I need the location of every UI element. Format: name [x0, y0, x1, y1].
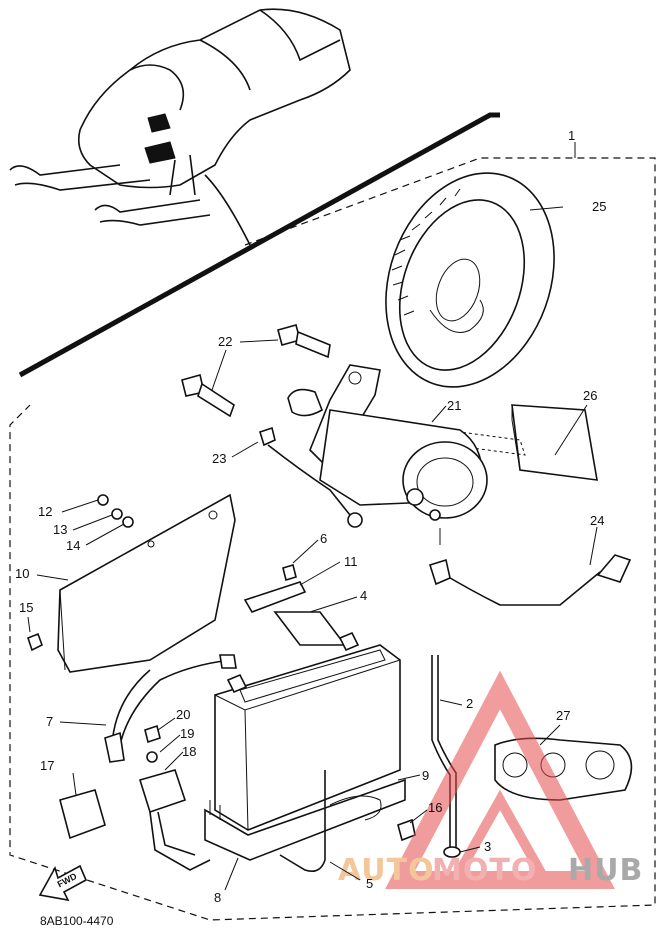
collar: [146, 751, 158, 763]
callout-4: 4: [360, 588, 367, 603]
callout-21: 21: [447, 398, 461, 413]
callout-1: 1: [568, 128, 575, 143]
section-divider-line: [18, 112, 500, 378]
callout-11: 11: [344, 554, 358, 569]
watermark-text: AUTO MOTO HUB: [338, 853, 643, 888]
nut: [27, 632, 43, 652]
battery-cable: [428, 554, 632, 606]
callout-labels: 1 2 3 4 5 6 7 8 9 10 11 12 13 14 15 16 1…: [15, 128, 606, 905]
battery: [214, 631, 401, 831]
cover-plate: [444, 404, 598, 481]
bolt: [397, 818, 416, 842]
flywheel-ring-gear: [385, 172, 555, 388]
snowmobile-illustration: [9, 8, 351, 246]
callout-25: 25: [592, 199, 606, 214]
callout-15: 15: [19, 600, 33, 615]
callout-5: 5: [366, 876, 373, 891]
drawing-code: 8AB100-4470: [40, 914, 114, 928]
callout-6: 6: [320, 531, 327, 546]
ground-cable: [104, 654, 237, 763]
battery-strap: [273, 611, 347, 646]
callout-3: 3: [484, 839, 491, 854]
forward-arrow: FWD: [38, 864, 88, 902]
callout-24: 24: [590, 513, 604, 528]
starter-lead-cable: [259, 426, 363, 528]
callout-23: 23: [212, 451, 226, 466]
callout-26: 26: [583, 388, 597, 403]
callout-8: 8: [214, 890, 221, 905]
svg-text:MOTO: MOTO: [432, 853, 537, 888]
leader-lines: [27, 206, 598, 891]
callout-17: 17: [40, 758, 54, 773]
nut: [282, 563, 297, 582]
svg-text:AUTO: AUTO: [338, 853, 435, 888]
callout-2: 2: [466, 696, 473, 711]
callout-20: 20: [176, 707, 190, 722]
battery-tray: [204, 778, 406, 861]
callout-10: 10: [15, 566, 29, 581]
washer: [122, 516, 134, 528]
callout-19: 19: [180, 726, 194, 741]
callout-22: 22: [218, 334, 232, 349]
screw: [97, 494, 109, 506]
callout-13: 13: [53, 522, 67, 537]
callout-9: 9: [422, 768, 429, 783]
svg-text:HUB: HUB: [568, 853, 643, 888]
callout-12: 12: [38, 504, 52, 519]
watermark-logo: [385, 670, 615, 889]
bolts: [181, 324, 331, 418]
battery-cover: [57, 493, 236, 673]
callout-16: 16: [428, 800, 442, 815]
relay-switch: [138, 769, 187, 814]
starter-motor: [287, 364, 488, 545]
decal-panel: [494, 737, 633, 801]
assembly-boundary: [9, 157, 656, 921]
callout-18: 18: [182, 744, 196, 759]
nut: [144, 724, 161, 744]
callout-7: 7: [46, 714, 53, 729]
starter-relay: [59, 789, 106, 840]
callout-27: 27: [556, 708, 570, 723]
washer: [111, 508, 123, 520]
bracket: [243, 581, 307, 613]
callout-14: 14: [66, 538, 80, 553]
retaining-rod: [279, 770, 326, 873]
